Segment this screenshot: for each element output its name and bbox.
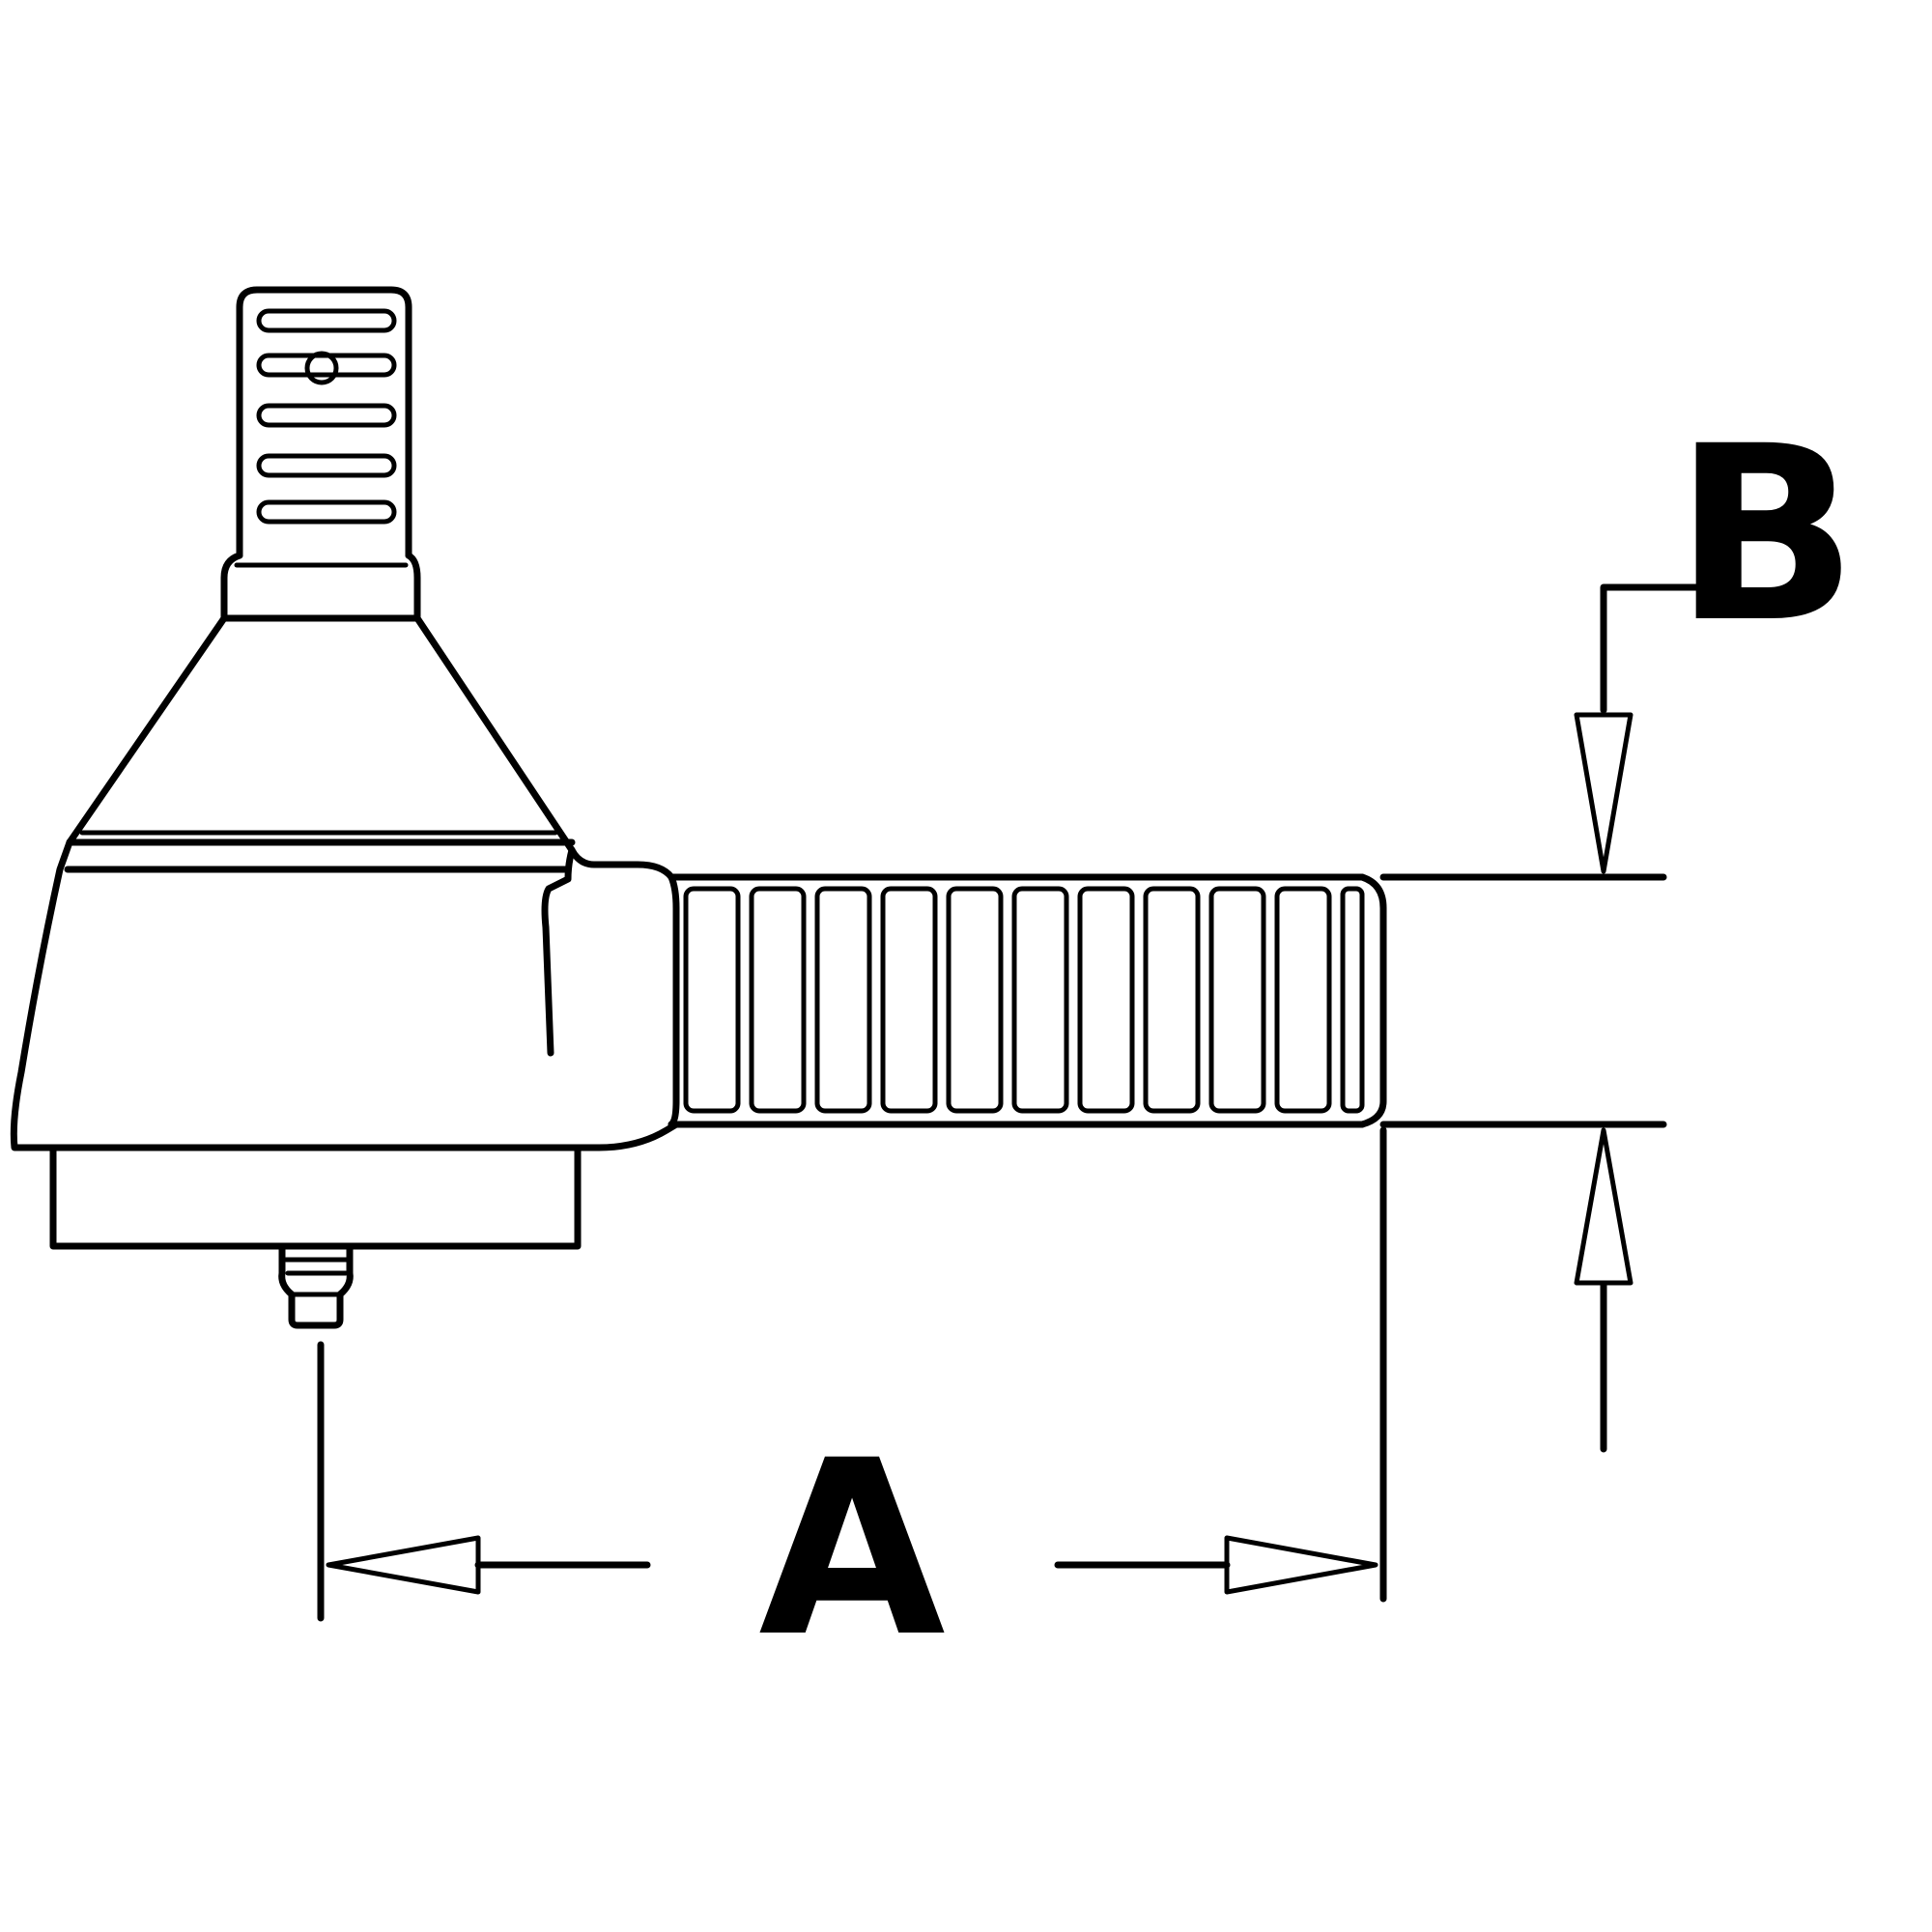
tapered-neck — [66, 614, 576, 854]
dimension-a-label: A — [758, 1408, 945, 1690]
grease-fitting — [278, 1242, 354, 1329]
dimension-a-arrow-right — [1224, 1535, 1378, 1595]
dimension-b: B — [1379, 394, 1859, 1453]
dimension-b-arrow-bottom — [1574, 1127, 1634, 1286]
cotter-pin-hole — [304, 351, 339, 385]
dimension-a-arrow-left — [326, 1535, 481, 1595]
threaded-stud — [220, 286, 421, 622]
socket-housing — [10, 838, 680, 1151]
dimension-a: A — [317, 1126, 1387, 1690]
dimension-b-arrow-top — [1574, 712, 1634, 874]
bottom-cap — [49, 1144, 582, 1250]
threaded-shank — [668, 873, 1387, 1128]
dimension-b-label: B — [1674, 394, 1859, 675]
